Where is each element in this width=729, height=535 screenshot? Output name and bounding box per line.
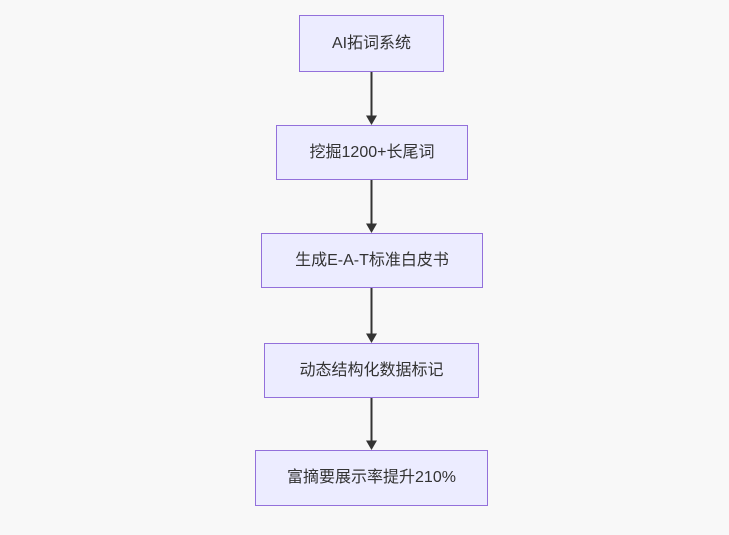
flow-node-ai-keyword-system: AI拓词系统 xyxy=(299,15,444,72)
flow-node-label: AI拓词系统 xyxy=(331,34,412,52)
arrowhead-icon xyxy=(366,333,377,343)
arrowhead-icon xyxy=(366,440,377,450)
arrowhead-icon xyxy=(366,223,377,233)
flow-arrow-4 xyxy=(366,398,377,450)
flow-node-label: 挖掘1200+长尾词 xyxy=(309,143,435,161)
flow-node-label: 生成E-A-T标准白皮书 xyxy=(295,251,449,269)
arrowhead-icon xyxy=(366,115,377,125)
flow-node-rich-snippet-rate: 富摘要展示率提升210% xyxy=(255,450,488,506)
flow-node-eat-whitepaper: 生成E-A-T标准白皮书 xyxy=(261,233,483,288)
flow-arrow-3 xyxy=(366,288,377,343)
flow-arrow-1 xyxy=(366,72,377,125)
flow-node-structured-data-markup: 动态结构化数据标记 xyxy=(264,343,479,398)
flow-arrow-2 xyxy=(366,180,377,233)
flow-node-label: 富摘要展示率提升210% xyxy=(287,469,456,486)
flow-node-longtail-mining: 挖掘1200+长尾词 xyxy=(276,125,468,180)
flow-node-label: 动态结构化数据标记 xyxy=(299,361,444,379)
